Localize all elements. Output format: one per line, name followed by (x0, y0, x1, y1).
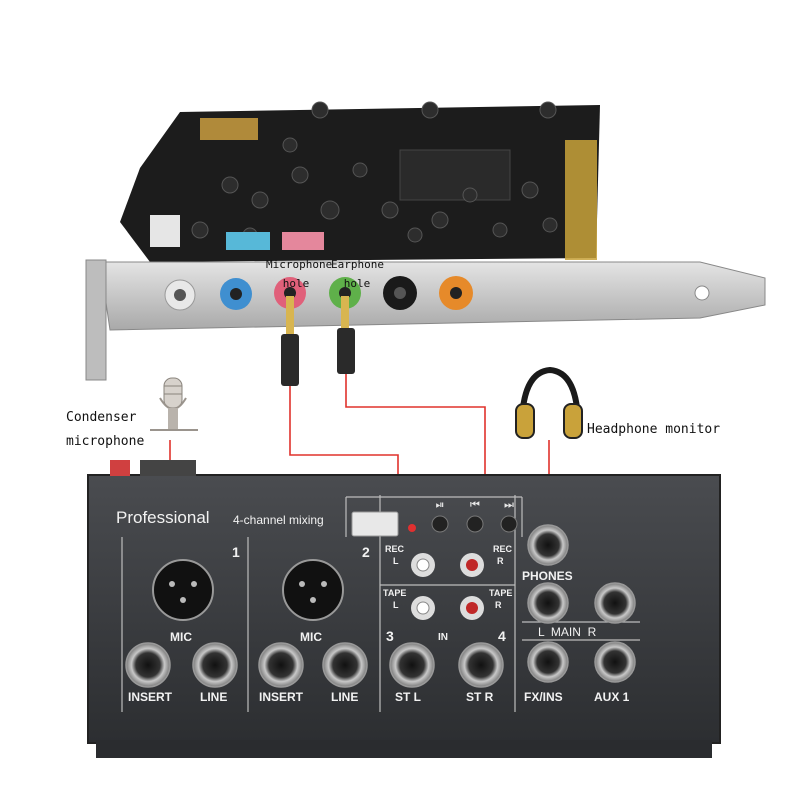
section-lines (121, 495, 640, 712)
transport-buttons (431, 515, 518, 533)
earphone-plug (337, 296, 355, 374)
jack-blue (220, 278, 252, 310)
pci-connector (565, 140, 597, 260)
phones-jack[interactable] (527, 524, 569, 566)
mixer: ⏯ ⏮ ⏭ (87, 460, 721, 758)
sound-card (85, 101, 766, 386)
rca-rec-r[interactable] (460, 553, 484, 577)
condenser-microphone (150, 377, 198, 431)
channel-4-number: 4 (498, 628, 506, 644)
microphone-hole-label: Microphone hole (266, 258, 333, 290)
capacitors (191, 101, 558, 243)
line-jack-2[interactable] (322, 642, 368, 688)
fx-ins-label: FX/INS (524, 690, 563, 704)
insert-jack-1[interactable] (125, 642, 171, 688)
bracket-tab (85, 259, 107, 381)
insert-jack-2[interactable] (258, 642, 304, 688)
previous-icon: ⏮ (470, 499, 480, 511)
st-r-label: ST R (466, 690, 494, 704)
next-button[interactable] (500, 515, 518, 533)
rec-r-label: REC (493, 544, 513, 554)
main-label: L MAIN R (538, 625, 597, 639)
headphone-monitor-label: Headphone monitor (587, 422, 721, 437)
tape-r-side: R (495, 600, 502, 610)
power-switch[interactable] (110, 460, 130, 476)
xlr-input-1[interactable] (152, 559, 214, 621)
mic-1-label: MIC (170, 630, 192, 644)
next-icon: ⏭ (504, 499, 514, 511)
microphone-plug (281, 296, 299, 386)
jack-black (383, 276, 417, 310)
line-jack-1[interactable] (192, 642, 238, 688)
jack-white (164, 279, 196, 311)
line-2-label: LINE (331, 690, 359, 704)
st-l-jack[interactable] (389, 642, 435, 688)
power-jack (140, 460, 196, 476)
tape-l-label: TAPE (383, 588, 407, 598)
mic-2-label: MIC (300, 630, 322, 644)
mixer-subtitle: 4-channel mixing (233, 513, 324, 527)
channel-1-number: 1 (232, 544, 240, 560)
usb-port[interactable] (351, 511, 399, 537)
xlr-input-2[interactable] (282, 559, 344, 621)
rca-tape-l[interactable] (411, 596, 435, 620)
play-pause-button[interactable] (431, 515, 449, 533)
rca-tape-r[interactable] (460, 596, 484, 620)
blue-header (226, 232, 270, 250)
pink-header (282, 232, 324, 250)
fx-ins-jack[interactable] (527, 641, 569, 683)
previous-button[interactable] (466, 515, 484, 533)
mixer-base (96, 740, 712, 758)
white-header (150, 215, 180, 247)
line-1-label: LINE (200, 690, 228, 704)
channel-3-number: 3 (386, 628, 394, 644)
chip-label (200, 118, 258, 140)
card-bracket (99, 261, 766, 331)
usb-led (408, 524, 416, 532)
st-r-jack[interactable] (458, 642, 504, 688)
tape-l-side: L (393, 600, 399, 610)
channel-2-number: 2 (362, 544, 370, 560)
aux-1-label: AUX 1 (594, 690, 630, 704)
jack-orange (439, 276, 473, 310)
bracket-screw-hole (694, 285, 710, 301)
rca-rec-l[interactable] (411, 553, 435, 577)
tape-r-label: TAPE (489, 588, 513, 598)
rec-l-side: L (393, 556, 399, 566)
condenser-microphone-label: Condenser microphone (66, 410, 145, 449)
in-label: IN (438, 632, 448, 643)
phones-label: PHONES (522, 569, 573, 583)
main-r-jack[interactable] (594, 582, 636, 624)
rec-l-label: REC (385, 544, 405, 554)
insert-2-label: INSERT (259, 690, 304, 704)
insert-1-label: INSERT (128, 690, 173, 704)
rec-r-side: R (497, 556, 504, 566)
aux-1-jack[interactable] (594, 641, 636, 683)
headphones (515, 366, 583, 439)
sound-card-pcb (120, 105, 600, 262)
main-l-jack[interactable] (527, 582, 569, 624)
mixer-brand: Professional (116, 508, 210, 527)
earphone-hole-label: Earphone hole (331, 258, 384, 290)
play-pause-icon: ⏯ (436, 499, 445, 511)
main-chip (399, 149, 511, 201)
st-l-label: ST L (395, 690, 421, 704)
